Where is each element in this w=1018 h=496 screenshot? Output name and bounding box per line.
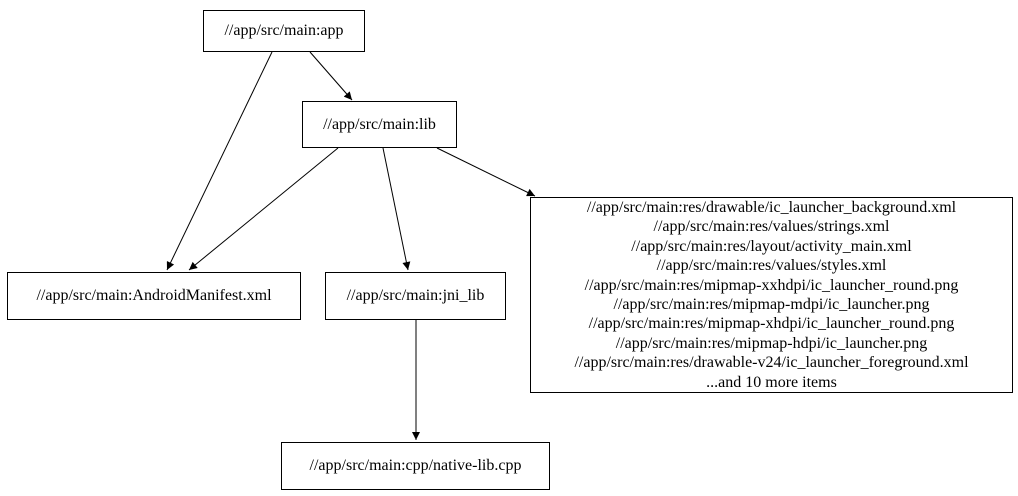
node-res-group: //app/src/main:res/drawable/ic_launcher_… — [530, 197, 1013, 393]
node-jni-lib-label: //app/src/main:jni_lib — [346, 287, 485, 304]
edge-lib-to-res-group — [436, 147, 536, 197]
res-group-line: //app/src/main:res/mipmap-hdpi/ic_launch… — [615, 334, 928, 352]
res-group-line: //app/src/main:res/drawable/ic_launcher_… — [586, 198, 957, 216]
node-native-lib: //app/src/main:cpp/native-lib.cpp — [281, 442, 550, 490]
node-app-label: //app/src/main:app — [224, 22, 344, 39]
node-android-manifest: //app/src/main:AndroidManifest.xml — [7, 272, 301, 320]
node-jni-lib: //app/src/main:jni_lib — [325, 272, 506, 320]
node-android-manifest-label: //app/src/main:AndroidManifest.xml — [36, 287, 272, 304]
res-group-line: //app/src/main:res/mipmap-mdpi/ic_launch… — [613, 296, 930, 313]
res-group-line: //app/src/main:res/values/styles.xml — [656, 257, 887, 275]
res-group-line: //app/src/main:res/values/strings.xml — [653, 218, 890, 236]
res-group-line: //app/src/main:res/layout/activity_main.… — [631, 237, 912, 255]
edge-lib-to-jni-lib — [382, 147, 411, 271]
node-app: //app/src/main:app — [203, 10, 365, 52]
edge-lib-to-android-manifest — [188, 147, 339, 271]
node-lib: //app/src/main:lib — [302, 101, 457, 148]
res-group-line: ...and 10 more items — [706, 373, 837, 391]
edge-app-to-android-manifest — [166, 51, 273, 271]
node-native-lib-label: //app/src/main:cpp/native-lib.cpp — [309, 457, 522, 474]
res-group-line: //app/src/main:res/mipmap-xhdpi/ic_launc… — [588, 315, 955, 333]
edge-app-to-lib — [309, 51, 353, 101]
res-group-line: //app/src/main:res/drawable-v24/ic_launc… — [574, 354, 969, 372]
node-lib-label: //app/src/main:lib — [323, 115, 436, 133]
res-group-line: //app/src/main:res/mipmap-xxhdpi/ic_laun… — [584, 276, 959, 294]
